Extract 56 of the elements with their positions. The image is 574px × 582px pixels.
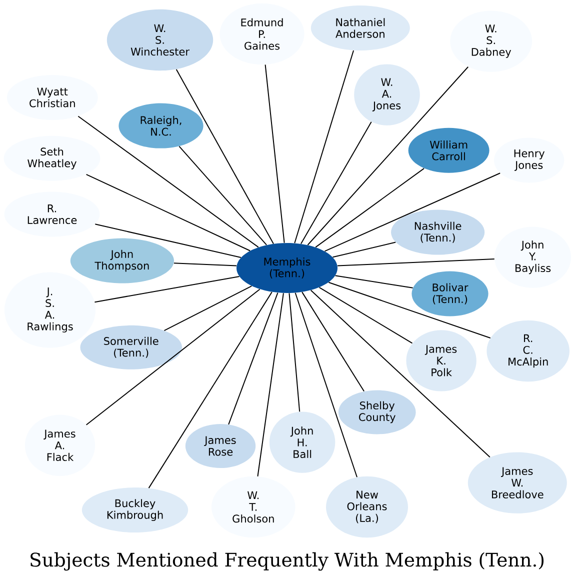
ellipse-node: R. Lawrence [4, 192, 100, 237]
ellipse-node: J. S. A. Rawlings [4, 272, 96, 348]
ellipse-node: James Rose [185, 424, 256, 468]
connector-line [164, 286, 252, 332]
ellipse-node: W. S. Dabney [450, 10, 532, 72]
connector-line [315, 168, 425, 248]
connector-line [288, 292, 300, 412]
ellipse-node: W. T. Gholson [212, 476, 296, 538]
ellipse-node: Buckley Kimbrough [82, 488, 188, 532]
ellipse-node: James A. Flack [24, 414, 96, 476]
connector-line [302, 292, 365, 392]
ellipse-node: Shelby County [338, 390, 416, 434]
ellipse-node: R. C. McAlpin [486, 320, 570, 382]
connector-line [294, 292, 358, 478]
connector-line [176, 68, 274, 244]
connector-line [148, 292, 272, 489]
connector-line [307, 66, 469, 246]
connector-line [264, 64, 285, 244]
connector-line [328, 282, 491, 339]
connector-line [324, 172, 501, 252]
connector-line [257, 292, 284, 477]
connector-line [173, 262, 237, 266]
ellipse-node: W. S. Winchester [106, 9, 214, 71]
connector-line [300, 121, 372, 244]
ellipse-node: Wyatt Christian [6, 75, 98, 120]
ellipse-node: John Thompson [70, 238, 174, 284]
ellipse-node: New Orleans (La.) [326, 476, 408, 538]
connector-line [310, 290, 490, 458]
connector-line [334, 275, 414, 288]
ellipse-node: Raleigh, N.C. [118, 103, 204, 148]
connector-line [318, 286, 413, 344]
ellipse-node: James W. Breedlove [468, 452, 567, 514]
title: Subjects Mentioned Frequently With Memphis (Tenn.) [30, 552, 544, 571]
connector-line [228, 292, 278, 425]
ellipse-node: Edmund P. Gaines [220, 3, 304, 65]
connector-line [94, 276, 240, 303]
connector-line [332, 242, 396, 258]
ellipse-node: W. A. Jones [354, 64, 420, 126]
connector-line [294, 50, 354, 244]
connector-line [86, 288, 260, 426]
ellipse-node: John Y. Bayliss [494, 226, 572, 288]
connector-line [86, 174, 251, 252]
connector-line [78, 116, 259, 248]
ellipse-node: Somerville (Tenn.) [80, 325, 182, 370]
ellipse-node: Memphis (Tenn.) [236, 243, 338, 293]
ellipse-node: John H. Ball [269, 412, 336, 473]
ellipse-node: James K. Polk [406, 330, 476, 392]
ellipse-node: Nathaniel Anderson [310, 6, 410, 50]
ellipse-node: Henry Jones [494, 138, 564, 183]
connector-line [94, 224, 242, 258]
ellipse-node: William Carroll [408, 128, 490, 173]
connector-line [178, 146, 268, 246]
connector-line [337, 258, 495, 266]
ellipse-node: Bolivar (Tenn.) [412, 271, 488, 316]
ellipse-node: Seth Wheatley [4, 136, 100, 181]
ellipse-node: Nashville (Tenn.) [391, 210, 485, 255]
